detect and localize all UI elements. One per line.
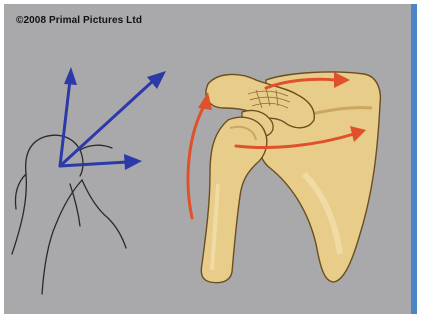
humerus-bone — [201, 117, 267, 282]
frame-edge-accent — [411, 4, 417, 314]
movement-directions-icon — [60, 67, 166, 170]
copyright-text: ©2008 Primal Pictures Ltd — [16, 15, 142, 26]
illustration-panel: ©2008 Primal Pictures Ltd — [4, 4, 411, 314]
shoulder-anatomy-illustration — [4, 4, 411, 314]
